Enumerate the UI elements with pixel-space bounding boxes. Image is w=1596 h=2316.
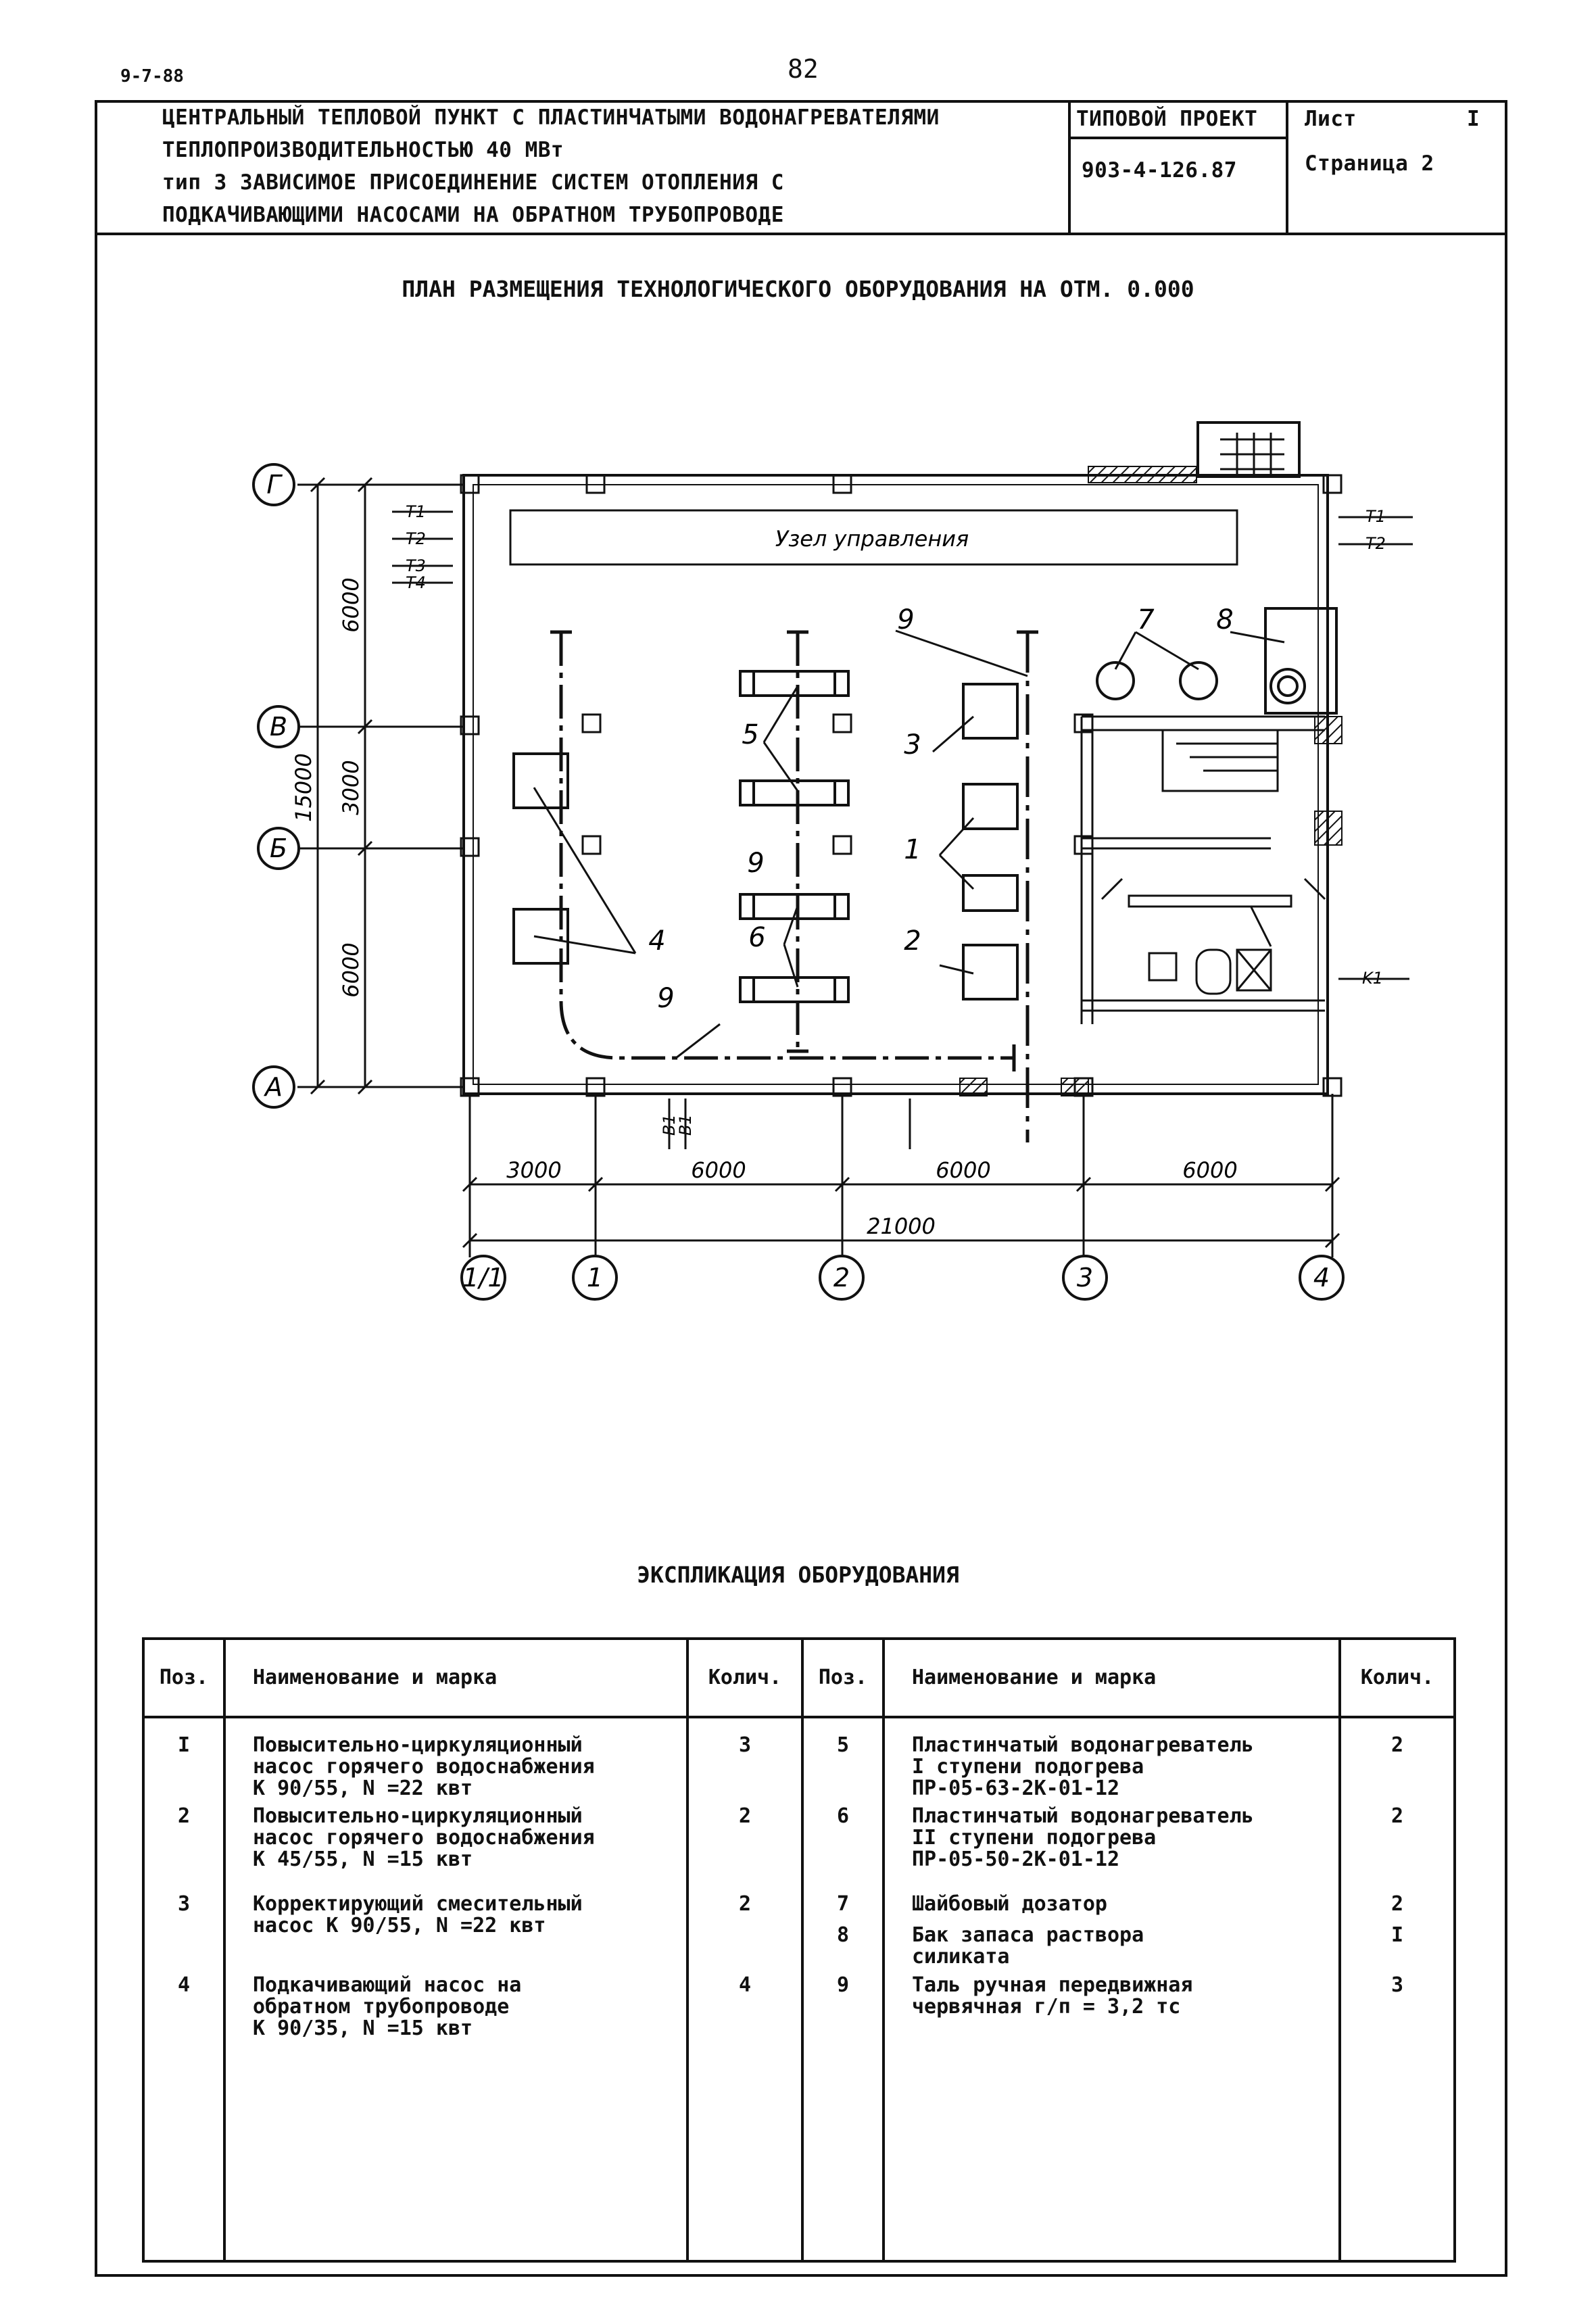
axis-row-V: В bbox=[270, 712, 287, 742]
item-qty: I bbox=[1391, 1923, 1404, 1947]
column-markers bbox=[460, 474, 1343, 1097]
table-row: I Повысительно-циркуляционный насос горя… bbox=[142, 1717, 1456, 1805]
project-number: 903-4-126.87 bbox=[1082, 158, 1237, 183]
title-line-3: тип 3 ЗАВИСИМОЕ ПРИСОЕДИНЕНИЕ СИСТЕМ ОТО… bbox=[162, 170, 784, 195]
dim-col-3: 6000 bbox=[936, 1157, 990, 1183]
callout-3: 3 bbox=[904, 729, 921, 761]
table-row: 4 Подкачивающий насос на обратном трубоп… bbox=[142, 1974, 1456, 2263]
item-name: Корректирующий смесительный насос К 90/5… bbox=[223, 1893, 689, 1974]
floor-plan: Узел управления bbox=[252, 421, 1413, 1301]
header-pos: Поз. bbox=[142, 1637, 226, 1718]
document-code: 9-7-88 bbox=[120, 66, 184, 87]
item-qty: 2 bbox=[1338, 1805, 1456, 1893]
table-header: Поз. Наименование и марка Колич. Поз. На… bbox=[142, 1637, 1456, 1718]
callout-9-right: 9 bbox=[897, 604, 914, 635]
callout-1: 1 bbox=[904, 834, 921, 865]
header-name: Наименование и марка bbox=[223, 1637, 689, 1718]
axis-row-A: А bbox=[263, 1072, 283, 1102]
item-qty: 2 bbox=[686, 1893, 804, 1974]
dim-col-4: 6000 bbox=[1182, 1157, 1237, 1183]
callout-2: 2 bbox=[904, 925, 921, 957]
table-row: 2 Повысительно-циркуляционный насос горя… bbox=[142, 1805, 1456, 1893]
page-label: Страница 2 bbox=[1305, 151, 1434, 176]
item-name-pair: Шайбовый дозатор Бак запаса раствора сил… bbox=[882, 1892, 1341, 1974]
callout-7: 7 bbox=[1137, 604, 1155, 635]
callout-9-bottom: 9 bbox=[657, 983, 674, 1014]
explication-title: ЭКСПЛИКАЦИЯ ОБОРУДОВАНИЯ bbox=[637, 1562, 959, 1588]
header-qty-2: Колич. bbox=[1338, 1637, 1456, 1718]
dim-row-2: 3000 bbox=[338, 760, 364, 815]
page-number: 82 bbox=[788, 54, 819, 84]
item-pos: 7 bbox=[836, 1892, 850, 1916]
sheet-value: I bbox=[1467, 107, 1480, 131]
axis-col-3: 3 bbox=[1077, 1263, 1093, 1293]
item-pos: 2 bbox=[142, 1805, 226, 1893]
callout-4: 4 bbox=[648, 925, 665, 957]
control-unit bbox=[509, 509, 1238, 566]
item-pos: 9 bbox=[801, 1974, 885, 2263]
plan-title: ПЛАН РАЗМЕЩЕНИЯ ТЕХНОЛОГИЧЕСКОГО ОБОРУДО… bbox=[402, 276, 1194, 302]
callout-8: 8 bbox=[1216, 604, 1233, 635]
axis-col-1: 1 bbox=[587, 1263, 603, 1293]
item-pos-pair: 7 8 bbox=[801, 1892, 885, 1974]
item-qty: 2 bbox=[1338, 1717, 1456, 1805]
dim-row-3: 6000 bbox=[338, 942, 364, 997]
item-name: Пластинчатый водонагреватель I ступени п… bbox=[882, 1717, 1341, 1805]
item-pos: I bbox=[142, 1717, 226, 1805]
item-name: Пластинчатый водонагреватель II ступени … bbox=[882, 1805, 1341, 1893]
item-pos: 3 bbox=[142, 1893, 226, 1974]
outer-wall bbox=[462, 474, 1329, 1095]
dim-col-total: 21000 bbox=[867, 1213, 936, 1239]
callout-6: 6 bbox=[748, 922, 765, 953]
dim-row-1: 6000 bbox=[338, 577, 364, 632]
title-line-4: ПОДКАЧИВАЮЩИМИ НАСОСАМИ НА ОБРАТНОМ ТРУБ… bbox=[162, 203, 784, 227]
item-pos: 6 bbox=[801, 1805, 885, 1893]
sheet-label: Лист bbox=[1305, 107, 1357, 131]
header-pos-2: Поз. bbox=[801, 1637, 885, 1718]
dim-col-1: 3000 bbox=[506, 1157, 561, 1183]
explication-table: Поз. Наименование и марка Колич. Поз. На… bbox=[142, 1637, 1456, 2263]
dim-row-total: 15000 bbox=[291, 753, 316, 822]
drawing-frame bbox=[95, 100, 1507, 2277]
item-qty: 4 bbox=[686, 1974, 804, 2263]
axis-row-B: Б bbox=[270, 834, 287, 863]
item-name: Шайбовый дозатор bbox=[912, 1892, 1107, 1916]
project-label: ТИПОВОЙ ПРОЕКТ bbox=[1076, 107, 1258, 131]
control-unit-label: Узел управления bbox=[775, 526, 969, 552]
item-qty: 2 bbox=[1391, 1892, 1404, 1916]
title-line-2: ТЕПЛОПРОИЗВОДИТЕЛЬНОСТЬЮ 40 МВт bbox=[162, 138, 564, 162]
item-name: Повысительно-циркуляционный насос горяче… bbox=[223, 1805, 689, 1893]
axis-col-2: 2 bbox=[833, 1263, 850, 1293]
item-qty: 2 bbox=[686, 1805, 804, 1893]
item-name: Бак запаса раствора силиката bbox=[912, 1923, 1144, 1969]
dim-col-2: 6000 bbox=[691, 1157, 746, 1183]
axis-col-4: 4 bbox=[1313, 1263, 1330, 1293]
stair-housing bbox=[1196, 421, 1301, 478]
header-qty: Колич. bbox=[686, 1637, 804, 1718]
item-qty: 3 bbox=[1338, 1974, 1456, 2263]
item-name: Повысительно-циркуляционный насос горяче… bbox=[223, 1717, 689, 1805]
item-pos: 4 bbox=[142, 1974, 226, 2263]
item-qty-pair: 2 I bbox=[1338, 1892, 1456, 1974]
title-line-1: ЦЕНТРАЛЬНЫЙ ТЕПЛОВОЙ ПУНКТ С ПЛАСТИНЧАТЫ… bbox=[162, 105, 940, 130]
item-qty: 3 bbox=[686, 1717, 804, 1805]
item-pos: 5 bbox=[801, 1717, 885, 1805]
axis-col-1-1: 1/1 bbox=[462, 1263, 504, 1293]
item-name: Таль ручная передвижная червячная г/п = … bbox=[882, 1974, 1341, 2263]
header-name-2: Наименование и марка bbox=[882, 1637, 1341, 1718]
callout-9-center: 9 bbox=[747, 848, 764, 879]
table-row: 3 Корректирующий смесительный насос К 90… bbox=[142, 1892, 1456, 1974]
axis-row-G: Г bbox=[266, 470, 283, 500]
pumps bbox=[512, 607, 1338, 1000]
title-block: ЦЕНТРАЛЬНЫЙ ТЕПЛОВОЙ ПУНКТ С ПЛАСТИНЧАТЫ… bbox=[95, 100, 1507, 235]
item-name: Подкачивающий насос на обратном трубопро… bbox=[223, 1974, 689, 2263]
item-pos: 8 bbox=[836, 1923, 850, 1947]
callout-5: 5 bbox=[742, 719, 758, 750]
